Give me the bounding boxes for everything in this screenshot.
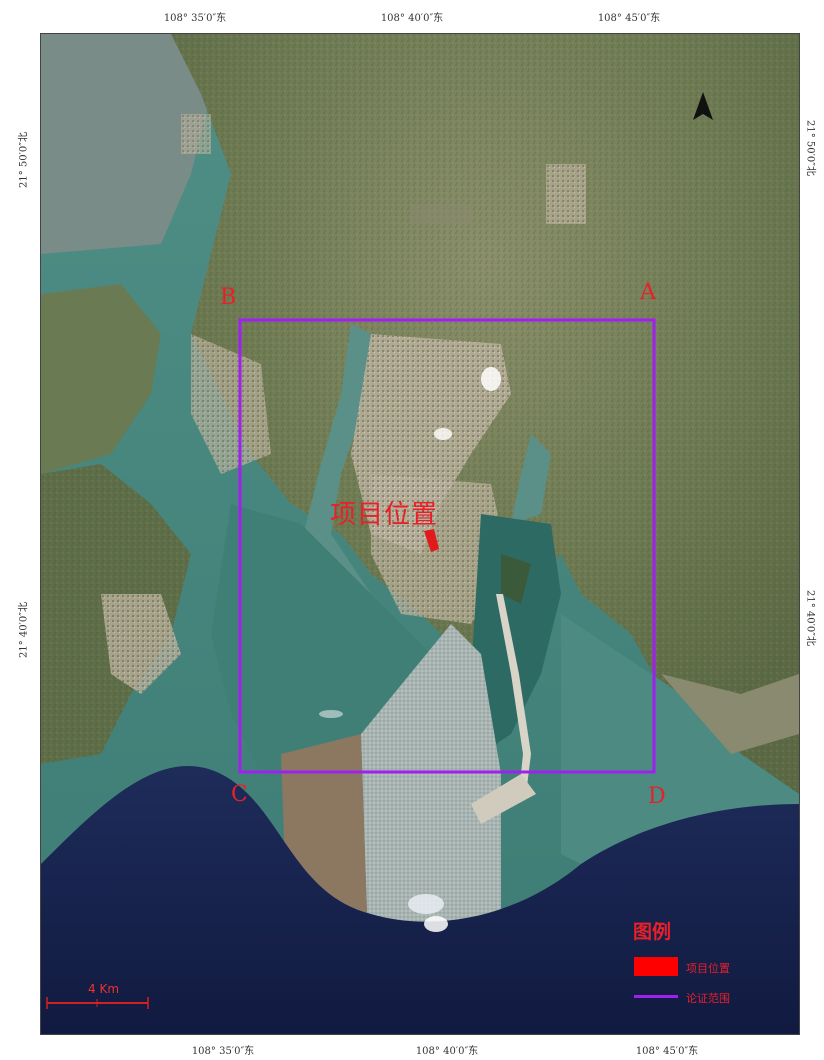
corner-label-c: C: [231, 782, 248, 807]
bottom-lon-label-2: 108° 40′0″东: [415, 1046, 479, 1057]
right-lat-label-1: 21° 50′0″北: [804, 120, 816, 176]
legend-title: 图例: [633, 921, 672, 943]
bottom-lon-label-1: 108° 35′0″东: [191, 1046, 255, 1057]
scale-bar: [46, 997, 149, 1009]
project-location-mark: [424, 529, 439, 552]
north-arrow-icon: [693, 92, 713, 120]
right-lat-label-2: 21° 40′0″北: [804, 590, 816, 646]
satellite-image: [41, 34, 799, 1034]
left-lat-label-1: 21° 50′0″北: [18, 132, 30, 188]
top-lon-label-3: 108° 45′0″东: [597, 13, 661, 24]
top-lon-label-2: 108° 40′0″东: [380, 13, 444, 24]
corner-label-d: D: [648, 784, 666, 809]
study-boundary: [238, 318, 656, 774]
map-frame: [40, 33, 800, 1035]
legend-label-boundary: 论证范围: [686, 992, 730, 1005]
top-lon-label-1: 108° 35′0″东: [163, 13, 227, 24]
legend-swatch-project: [634, 957, 678, 976]
bottom-lon-label-3: 108° 45′0″东: [635, 1046, 699, 1057]
legend-swatch-boundary: [634, 995, 678, 998]
legend-label-project: 项目位置: [686, 962, 730, 975]
corner-label-b: B: [220, 285, 237, 310]
left-lat-label-2: 21° 40′0″北: [18, 602, 30, 658]
corner-label-a: A: [640, 280, 656, 305]
scale-label: 4 Km: [88, 982, 120, 996]
project-location-label: 项目位置: [330, 500, 439, 530]
